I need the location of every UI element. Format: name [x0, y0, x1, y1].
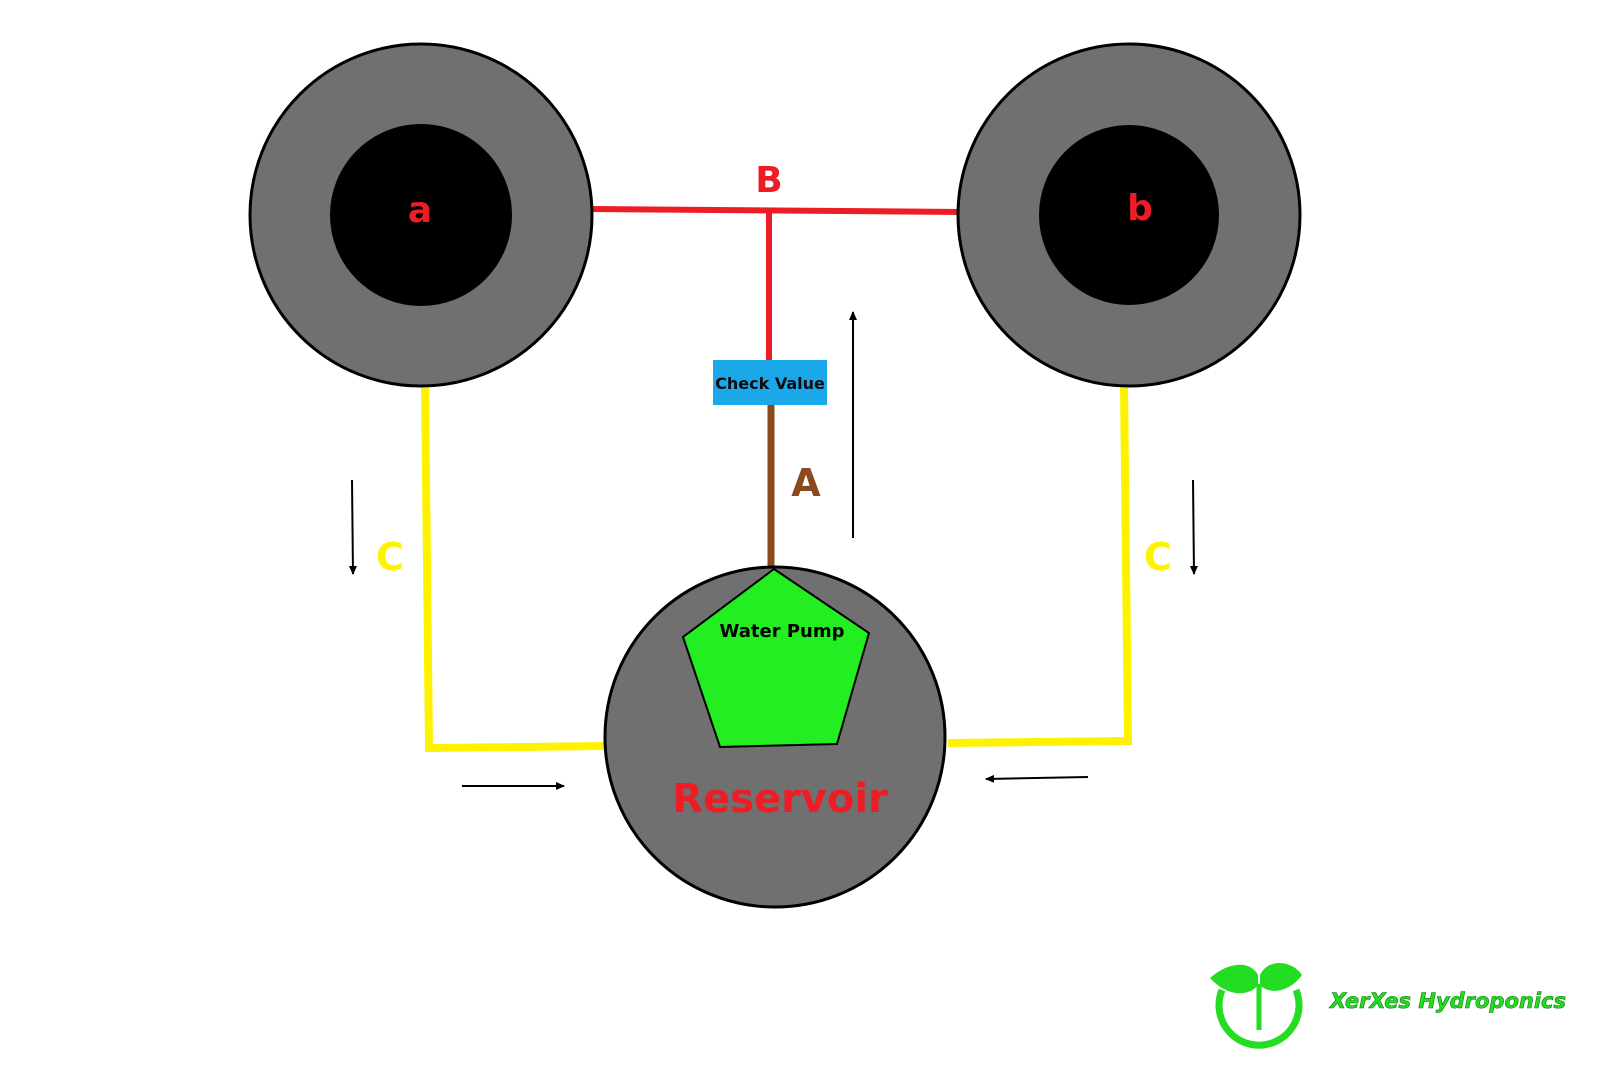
- pot-a-label: a: [408, 190, 432, 231]
- check-valve-label: Check Value: [715, 374, 825, 393]
- line-b-label: B: [755, 160, 782, 201]
- line-c-left-label: C: [376, 535, 404, 579]
- line-c-right: [947, 384, 1133, 747]
- water-pump-label: Water Pump: [720, 621, 845, 642]
- check-valve: Check Value: [713, 360, 827, 405]
- line-b-horizontal: [589, 206, 963, 215]
- pot-a: a: [248, 42, 594, 388]
- reservoir-label: Reservoir: [672, 776, 888, 822]
- pot-b: b: [956, 42, 1302, 388]
- arrow-down-right-icon: [1189, 479, 1198, 575]
- sprout-logo-icon: [1210, 962, 1303, 1049]
- line-a-label: A: [791, 461, 821, 505]
- pot-b-label: b: [1127, 188, 1153, 229]
- line-c-right-label: C: [1144, 535, 1172, 579]
- line-c-left: [421, 384, 607, 753]
- water-pump: Water Pump: [681, 567, 871, 749]
- arrow-down-left-icon: [348, 479, 357, 575]
- arrow-left-icon: [985, 774, 1089, 783]
- brand-name: XerXes Hydroponics: [1328, 989, 1566, 1013]
